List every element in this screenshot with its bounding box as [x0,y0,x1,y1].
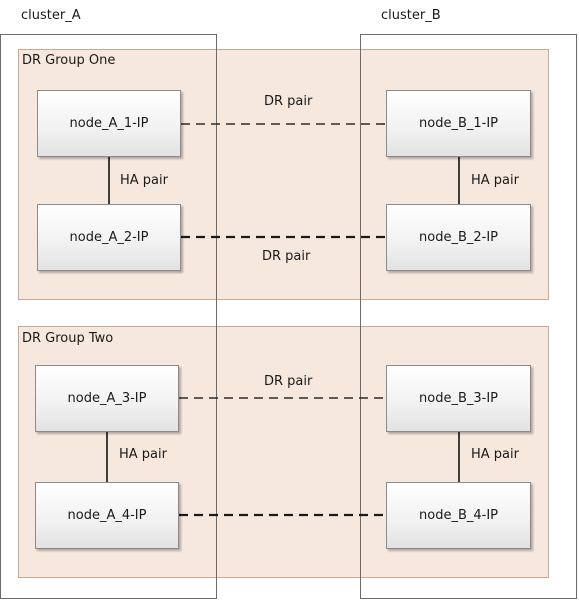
ha-pair-label-group-two-a: HA pair [119,447,167,462]
node-a-1-label: node_A_1-IP [69,116,149,131]
node-b-2: node_B_2-IP [386,204,531,271]
node-b-3: node_B_3-IP [386,365,531,432]
node-a-4-label: node_A_4-IP [67,508,147,523]
cluster-b-label: cluster_B [381,8,441,23]
node-b-1-label: node_B_1-IP [419,116,498,131]
dr-group-one-title: DR Group One [22,53,116,68]
node-b-4: node_B_4-IP [386,482,531,549]
ha-pair-label-group-one-a: HA pair [120,173,168,188]
node-a-4: node_A_4-IP [35,482,179,549]
node-b-1: node_B_1-IP [386,90,531,157]
node-a-3: node_A_3-IP [35,365,179,432]
cluster-a-label: cluster_A [21,8,81,23]
ha-pair-label-group-two-b: HA pair [471,447,519,462]
node-b-3-label: node_B_3-IP [419,391,498,406]
dr-pair-label-group-one-bottom: DR pair [262,249,311,264]
dr-pair-label-group-two-top: DR pair [264,374,313,389]
cluster-a-frame [0,34,217,599]
dr-pair-label-group-one-top: DR pair [264,94,313,109]
node-a-2-label: node_A_2-IP [69,230,149,245]
node-a-1: node_A_1-IP [37,90,181,157]
node-b-2-label: node_B_2-IP [419,230,498,245]
node-a-3-label: node_A_3-IP [67,391,147,406]
dr-group-two-title: DR Group Two [22,331,114,346]
node-a-2: node_A_2-IP [37,204,181,271]
ha-pair-label-group-one-b: HA pair [471,173,519,188]
cluster-b-frame [360,34,577,599]
node-b-4-label: node_B_4-IP [419,508,498,523]
